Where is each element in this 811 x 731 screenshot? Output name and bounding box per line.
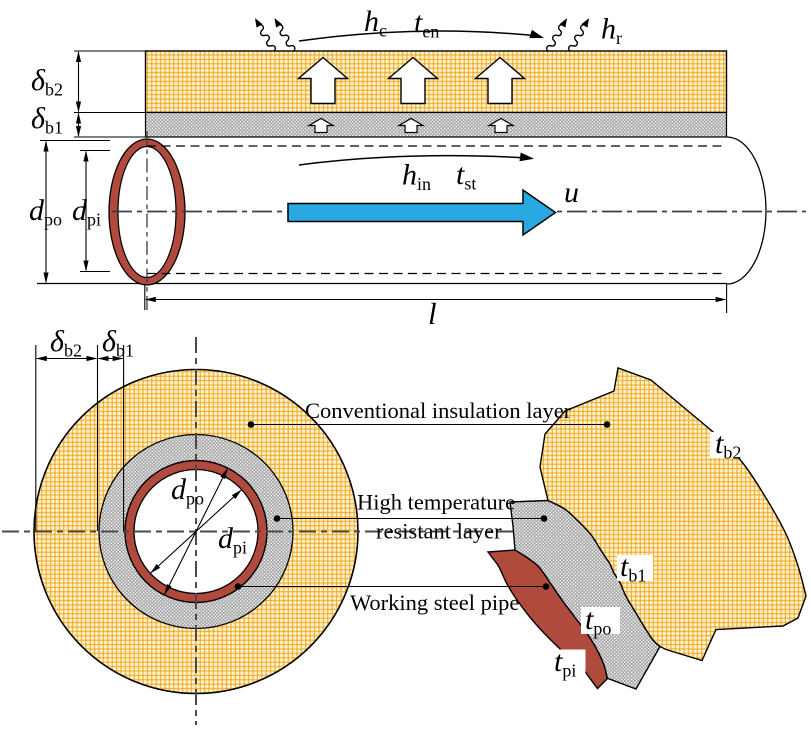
svg-text:Working steel pipe: Working steel pipe [350, 590, 519, 615]
svg-text:tb2: tb2 [715, 427, 741, 463]
svg-text:resistant layer: resistant layer [376, 519, 502, 544]
svg-text:High temperature: High temperature [357, 490, 515, 515]
svg-text:dpi: dpi [218, 522, 247, 558]
svg-text:l: l [428, 296, 437, 331]
svg-text:Conventional insulation layer: Conventional insulation layer [305, 398, 572, 423]
svg-text:u: u [564, 176, 579, 209]
